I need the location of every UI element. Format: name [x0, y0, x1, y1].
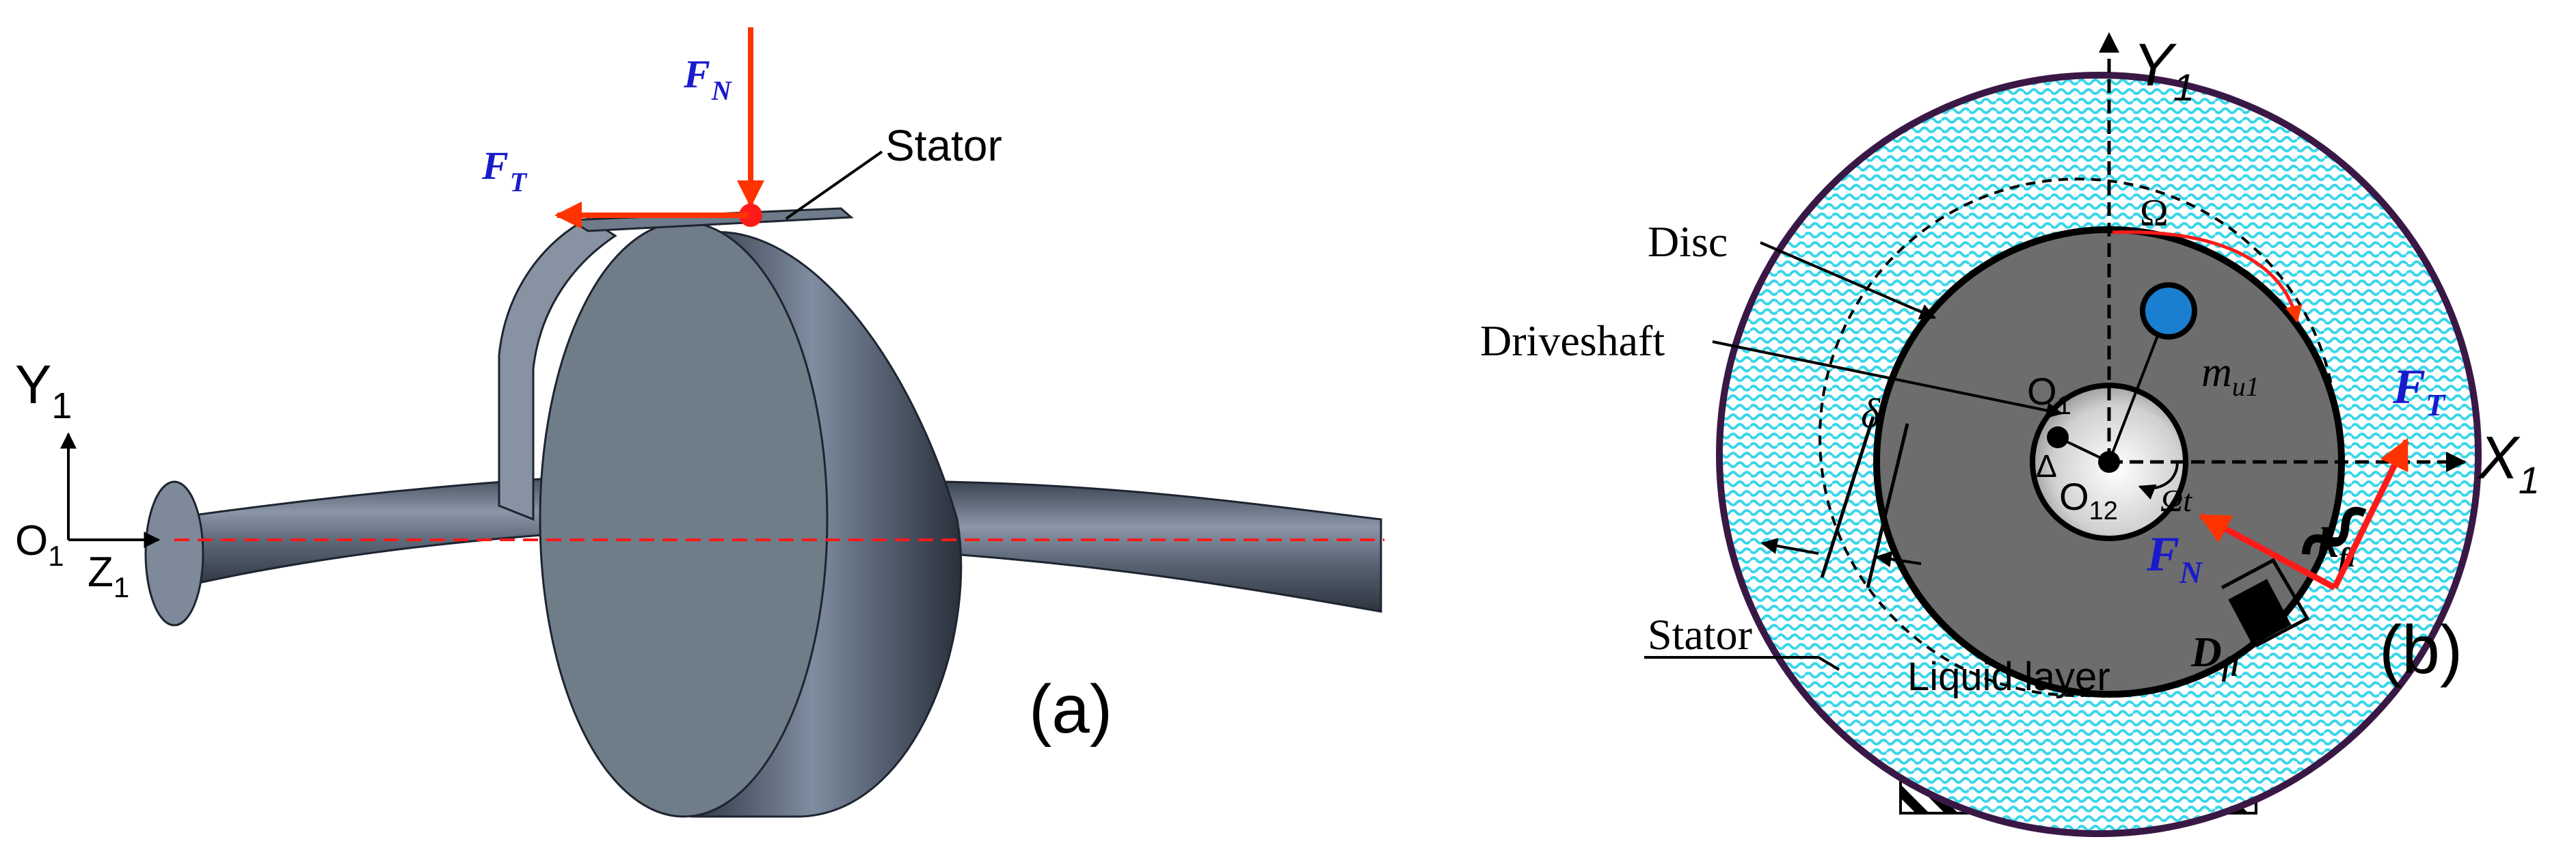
normal-force-arrow-b: [2199, 513, 2337, 590]
stator-ring: [1716, 72, 2482, 837]
driveshaft-label: Driveshaft: [1480, 316, 1665, 365]
damper-housing: [2221, 558, 2310, 648]
delta-eccentricity-label: Δ: [2036, 448, 2057, 484]
shaft-end-face: [144, 480, 204, 627]
tangential-force-arrow-b: [2331, 437, 2410, 589]
omega-t-label: Ωt: [2160, 483, 2192, 518]
delta-gap-label: δ: [1861, 391, 1881, 436]
stiffness-label: kfl: [2318, 520, 2356, 573]
panel-a: FN FT Stator Y1 O1 Z1 (a): [15, 27, 1384, 818]
rotation-arrow: [2112, 230, 2303, 323]
gap-arrow-right: [1875, 551, 1922, 568]
gap-arrow-left: [1760, 538, 1819, 555]
omega-label: Ω: [2140, 192, 2169, 234]
panel-b-label: (b): [2379, 612, 2463, 688]
gap-line-stator: [1820, 416, 1875, 578]
disc-leader-line: [1760, 241, 1937, 320]
o12-label-b: O12: [2059, 475, 2118, 525]
y1-axis-label-a: Y1: [15, 354, 72, 426]
liquid-layer-label: Liquid layer: [1907, 655, 2110, 699]
disc-face: [539, 221, 829, 818]
mass-label: mu1: [2201, 349, 2259, 402]
tangential-force-label: FT: [481, 143, 528, 197]
x1-axis-label-b: X1: [2477, 424, 2540, 502]
point-o12: [2098, 451, 2120, 473]
driveshaft-right: [942, 480, 1382, 613]
damping-label: Dfl: [2190, 629, 2239, 682]
stator-leader-line: [785, 150, 883, 220]
spring-symbol: [2301, 506, 2367, 555]
normal-force-label: FN: [683, 52, 733, 106]
driveshaft-leader-line: [1712, 340, 2063, 419]
disc-label: Disc: [1648, 217, 1728, 266]
stator-label-a: Stator: [885, 121, 1002, 170]
tangential-force-label-b: FT: [2392, 359, 2446, 422]
point-o1: [2047, 426, 2069, 448]
panel-a-label: (a): [1029, 671, 1112, 748]
normal-force-label-b: FN: [2146, 527, 2203, 590]
omega-t-angle-arc: [2138, 461, 2179, 500]
z1-label-a: Z1: [88, 549, 129, 603]
contact-point: [739, 204, 762, 227]
stator-leader-line-b2: [1817, 656, 1840, 671]
gap-line-disc: [1866, 423, 1909, 588]
unbalance-mass: [2140, 282, 2197, 340]
panel-b: Y1 X1 Ω mu1 O1 Δ O12 Ωt δ Disc Driveshaf…: [1480, 31, 2540, 837]
y1-axis-label-b: Y1: [2133, 31, 2195, 109]
damper-symbol: [2228, 579, 2292, 646]
o1-label-a: O1: [15, 517, 64, 572]
stator-label-b: Stator: [1648, 610, 1752, 659]
